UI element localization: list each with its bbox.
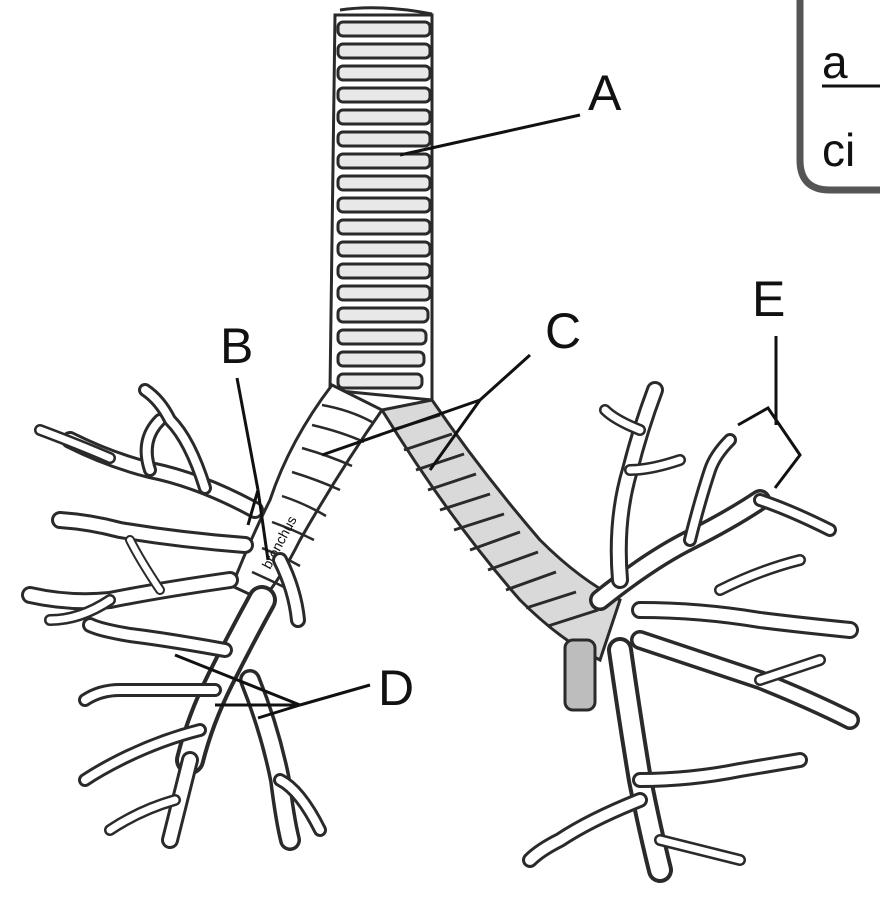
trachea-ring <box>338 132 430 146</box>
label-A: A <box>588 65 622 121</box>
leader-line-D1 <box>300 685 370 705</box>
label-E: E <box>752 271 785 327</box>
trachea-ring <box>338 220 430 234</box>
callout-text-line1: a <box>822 36 848 88</box>
trachea-ring <box>338 110 430 124</box>
callout-text-line2: ci <box>822 124 855 176</box>
trachea <box>330 8 432 400</box>
label-B: B <box>220 318 253 374</box>
trachea-ring <box>338 286 430 300</box>
trachea-ring <box>338 176 430 190</box>
left-lung-branches <box>30 390 320 840</box>
trachea-ring <box>338 88 430 102</box>
right-main-bronchus <box>382 400 620 710</box>
callout-box: a ci <box>800 0 880 190</box>
trachea-ring <box>338 242 430 256</box>
trachea-ring <box>338 308 428 322</box>
trachea-ring <box>338 374 422 388</box>
label-D: D <box>378 660 414 716</box>
trachea-ring <box>338 264 430 278</box>
leader-line-B1 <box>237 378 258 490</box>
label-C: C <box>545 303 581 359</box>
label-E-group: E <box>738 271 800 488</box>
trachea-ring <box>338 44 430 58</box>
trachea-ring <box>338 66 430 80</box>
trachea-ring <box>338 352 424 366</box>
trachea-ring <box>338 198 430 212</box>
trachea-ring <box>338 330 426 344</box>
bracket-E <box>738 408 800 488</box>
trachea-ring <box>338 22 430 36</box>
trachea-ring <box>338 154 430 168</box>
leader-line-C1 <box>480 355 530 400</box>
left-main-bronchus: bronchus <box>232 385 382 600</box>
